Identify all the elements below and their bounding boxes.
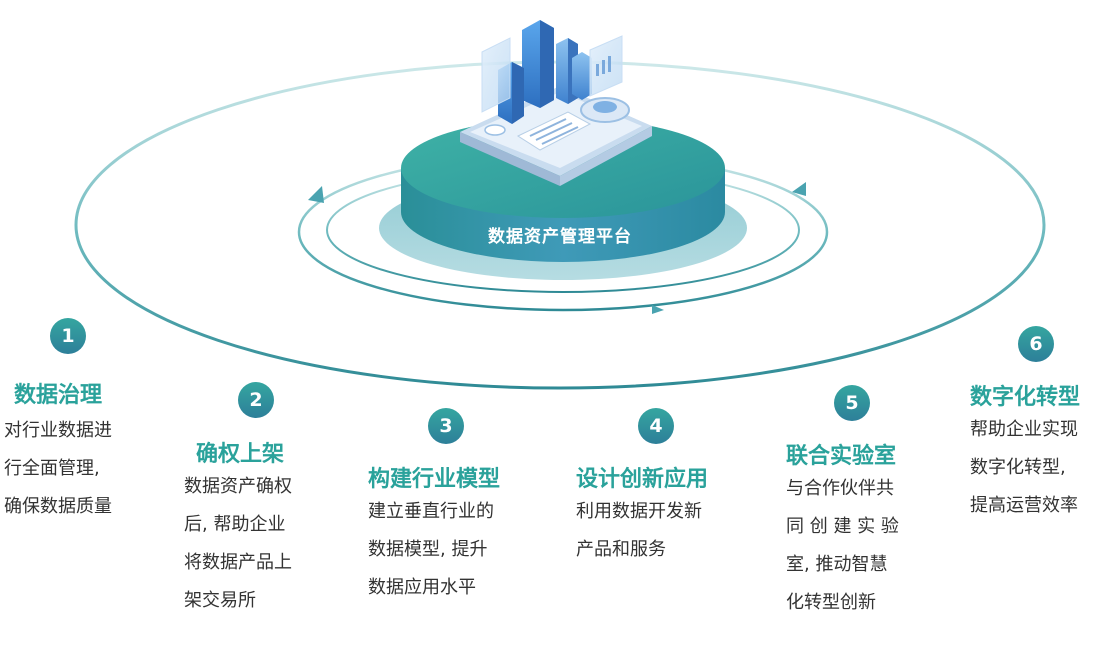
step-2: 2 确权上架 数据资产确权 后, 帮助企业 将数据产品上 架交易所 [184, 382, 292, 620]
step-number-badge: 2 [238, 382, 274, 418]
desc-line: 行全面管理, [4, 458, 100, 479]
document-icon [516, 111, 592, 151]
desc-line: 帮助企业实现 [970, 419, 1078, 440]
desc-line: 数字化转型, [970, 457, 1066, 478]
step-title: 数字化转型 [970, 385, 1081, 410]
building-icon [498, 20, 592, 124]
step-3: 3 构建行业模型 建立垂直行业的 数据模型, 提升 数据应用水平 [368, 408, 500, 607]
shield-icon-core [593, 101, 617, 113]
desc-line: 同 创 建 实 验 [786, 516, 899, 537]
step-title: 构建行业模型 [368, 467, 501, 492]
step-number-badge: 6 [1018, 326, 1054, 362]
desc-line: 建立垂直行业的 [368, 501, 494, 522]
step-title: 数据治理 [14, 383, 103, 408]
ring-arrow-right-icon [792, 182, 806, 196]
desc-line: 数据模型, 提升 [368, 539, 488, 560]
desc-line: 后, 帮助企业 [184, 514, 286, 535]
step-description: 对行业数据进 行全面管理, 确保数据质量 [4, 412, 112, 526]
step-title: 设计创新应用 [576, 467, 709, 492]
step-6: 6 数字化转型 帮助企业实现 数字化转型, 提高运营效率 [970, 326, 1080, 525]
step-number-badge: 4 [638, 408, 674, 444]
step-1: 1 数据治理 对行业数据进 行全面管理, 确保数据质量 [4, 318, 112, 526]
glass-panel [481, 35, 623, 113]
desc-line: 室, 推动智慧 [786, 554, 888, 575]
desc-line: 对行业数据进 [4, 420, 112, 441]
desc-line: 确保数据质量 [4, 496, 112, 517]
step-number-badge: 3 [428, 408, 464, 444]
step-5: 5 联合实验室 与合作伙伴共 同 创 建 实 验 室, 推动智慧 化转型创新 [786, 385, 899, 622]
disk-icon [484, 124, 506, 136]
step-number-badge: 5 [834, 385, 870, 421]
desc-line: 产品和服务 [576, 539, 666, 560]
desc-line: 利用数据开发新 [576, 501, 702, 522]
step-description: 利用数据开发新 产品和服务 [576, 493, 708, 569]
ring-arrow-bottom-icon [652, 305, 664, 314]
desc-line: 数据资产确权 [184, 476, 292, 497]
step-title: 确权上架 [196, 442, 285, 467]
desc-line: 架交易所 [184, 590, 256, 611]
desc-line: 化转型创新 [786, 592, 876, 613]
step-description: 帮助企业实现 数字化转型, 提高运营效率 [970, 411, 1080, 525]
desc-line: 将数据产品上 [184, 552, 292, 573]
ring-arrow-left-icon [308, 186, 324, 203]
step-number-badge: 1 [50, 318, 86, 354]
step-description: 与合作伙伴共 同 创 建 实 验 室, 推动智慧 化转型创新 [786, 470, 899, 622]
step-4: 4 设计创新应用 利用数据开发新 产品和服务 [576, 408, 708, 569]
step-description: 建立垂直行业的 数据模型, 提升 数据应用水平 [368, 493, 500, 607]
step-title: 联合实验室 [786, 444, 897, 469]
desc-line: 与合作伙伴共 [786, 478, 894, 499]
desc-line: 数据应用水平 [368, 577, 476, 598]
platform-label: 数据资产管理平台 [488, 227, 632, 247]
step-description: 数据资产确权 后, 帮助企业 将数据产品上 架交易所 [184, 468, 292, 620]
desc-line: 提高运营效率 [970, 495, 1078, 516]
